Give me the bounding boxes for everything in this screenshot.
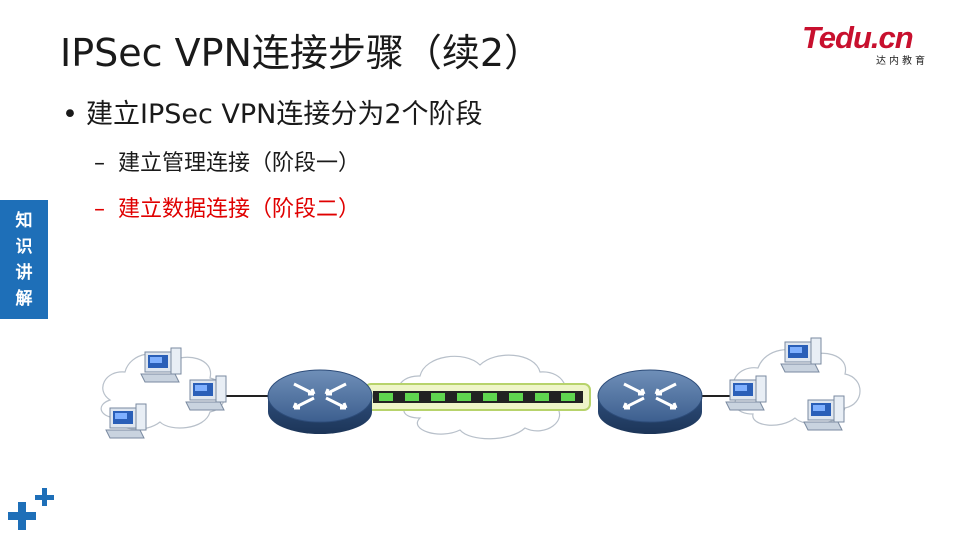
sub-bullet-item: –建立管理连接（阶段一） (94, 145, 483, 177)
dash-icon: – (94, 197, 105, 222)
side-tab-char: 解 (15, 289, 33, 309)
computer-icon (803, 395, 845, 431)
right-router-icon (597, 369, 703, 434)
plus-decor-icon (8, 488, 54, 530)
sub-bullet-item-highlight: –建立数据连接（阶段二） (94, 191, 483, 223)
side-tab: 知 识 讲 解 (0, 200, 48, 319)
computer-icon (105, 403, 147, 439)
logo-text: Tedu.cn (802, 20, 914, 55)
sub-bullet-text: 建立管理连接（阶段一） (118, 151, 361, 176)
computer-icon (780, 337, 822, 373)
computer-icon (725, 375, 767, 411)
side-tab-char: 识 (15, 237, 33, 257)
bullet-item: • 建立IPSec VPN连接分为2个阶段 (62, 92, 483, 131)
dash-icon: – (94, 151, 105, 176)
side-tab-char: 讲 (15, 263, 33, 283)
bullet-dot-icon: • (62, 99, 78, 130)
logo-subtext: 达内教育 (876, 56, 928, 67)
bullet-text: 建立IPSec VPN连接分为2个阶段 (86, 99, 483, 130)
sub-bullet-text: 建立数据连接（阶段二） (118, 197, 361, 222)
tedu-logo: Tedu.cn 达内教育 (802, 20, 932, 67)
computer-icon (140, 347, 182, 383)
side-tab-char: 知 (15, 211, 33, 231)
tunnel-icon (364, 383, 591, 411)
computer-icon (185, 375, 227, 411)
vpn-network-diagram (100, 337, 861, 440)
left-router-icon (267, 369, 373, 434)
bullet-list: • 建立IPSec VPN连接分为2个阶段 –建立管理连接（阶段一） –建立数据连… (62, 92, 483, 237)
slide-title: IPSec VPN连接步骤（续2） (60, 31, 543, 75)
